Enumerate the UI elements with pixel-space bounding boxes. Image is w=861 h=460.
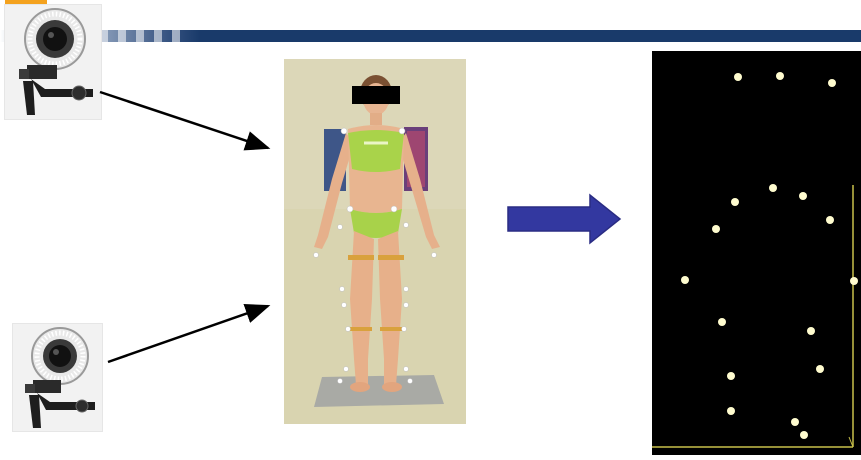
subject-photo [284,59,466,424]
marker-dot [776,72,784,80]
connector-arrow-top [100,92,268,148]
marker-dot [727,372,735,380]
marker-dot [799,192,807,200]
marker-dot [800,431,808,439]
marker-dot [718,318,726,326]
marker-dot [791,418,799,426]
right-arrow-icon [506,193,622,245]
marker-view [652,51,861,455]
marker-dot [681,276,689,284]
marker-dot [828,79,836,87]
marker-dot [712,225,720,233]
marker-dot [727,407,735,415]
marker-dot [816,365,824,373]
marker-dot [807,327,815,335]
connector-arrow-bottom [108,306,268,362]
marker-dot [850,277,858,285]
marker-dot [734,73,742,81]
face-censor-bar [352,86,400,104]
subject-figure [284,59,466,424]
marker-dot [731,198,739,206]
marker-dot [826,216,834,224]
marker-plot [652,51,861,455]
marker-dot [769,184,777,192]
